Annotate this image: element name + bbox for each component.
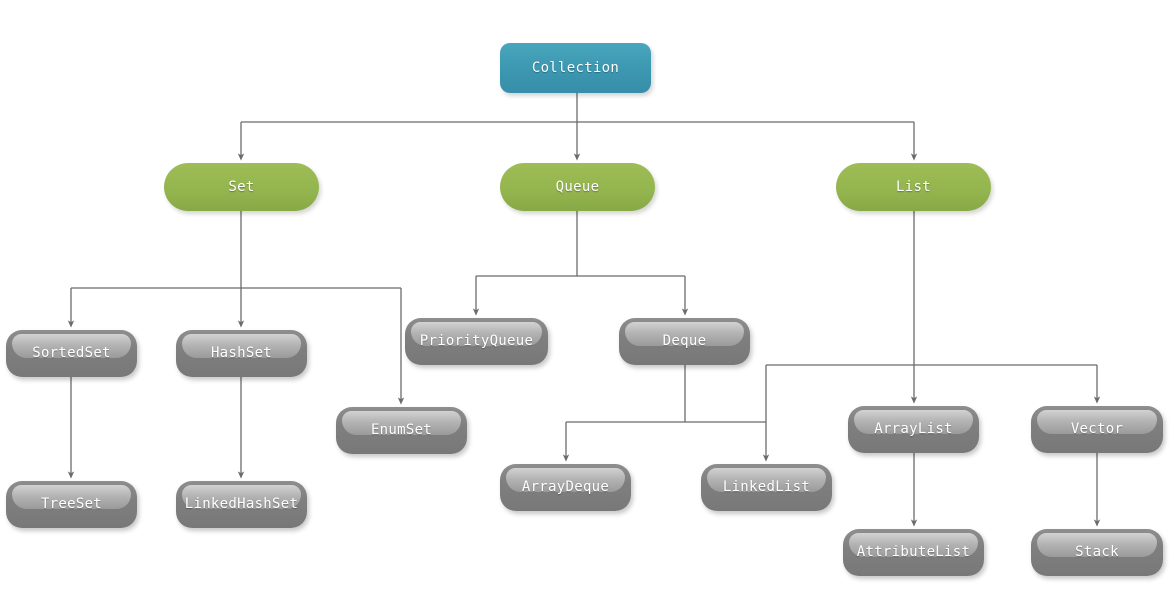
node-label: Queue — [555, 178, 600, 195]
node-label: ArrayList — [874, 421, 953, 437]
node-label: AttributeList — [856, 544, 971, 560]
node-label: SortedSet — [32, 345, 111, 361]
node-hashset[interactable]: HashSet — [176, 330, 307, 377]
node-label: List — [896, 178, 931, 195]
node-collection[interactable]: Collection — [500, 43, 651, 93]
node-linkedlist[interactable]: LinkedList — [701, 464, 832, 511]
node-priorityqueue[interactable]: PriorityQueue — [405, 318, 548, 365]
node-label: Vector — [1070, 421, 1124, 437]
node-label: LinkedList — [722, 479, 811, 495]
node-deque[interactable]: Deque — [619, 318, 750, 365]
node-label: Deque — [662, 333, 707, 349]
node-sortedset[interactable]: SortedSet — [6, 330, 137, 377]
node-label: ArrayDeque — [521, 479, 610, 495]
node-vector[interactable]: Vector — [1031, 406, 1163, 453]
node-label: Set — [228, 178, 255, 195]
node-label: EnumSet — [370, 422, 433, 438]
node-label: Stack — [1075, 544, 1119, 560]
node-arraylist[interactable]: ArrayList — [848, 406, 979, 453]
node-label: TreeSet — [40, 496, 103, 512]
node-stack[interactable]: Stack — [1031, 529, 1163, 576]
node-treeset[interactable]: TreeSet — [6, 481, 137, 528]
node-linkedhashset[interactable]: LinkedHashSet — [176, 481, 307, 528]
node-attributelist[interactable]: AttributeList — [843, 529, 984, 576]
node-label: Collection — [531, 59, 620, 76]
node-label: HashSet — [210, 345, 273, 361]
node-queue[interactable]: Queue — [500, 163, 655, 211]
node-label: PriorityQueue — [419, 333, 534, 349]
node-label: LinkedHashSet — [184, 496, 299, 512]
node-enumset[interactable]: EnumSet — [336, 407, 467, 454]
node-list[interactable]: List — [836, 163, 991, 211]
node-set[interactable]: Set — [164, 163, 319, 211]
node-arraydeque[interactable]: ArrayDeque — [500, 464, 631, 511]
